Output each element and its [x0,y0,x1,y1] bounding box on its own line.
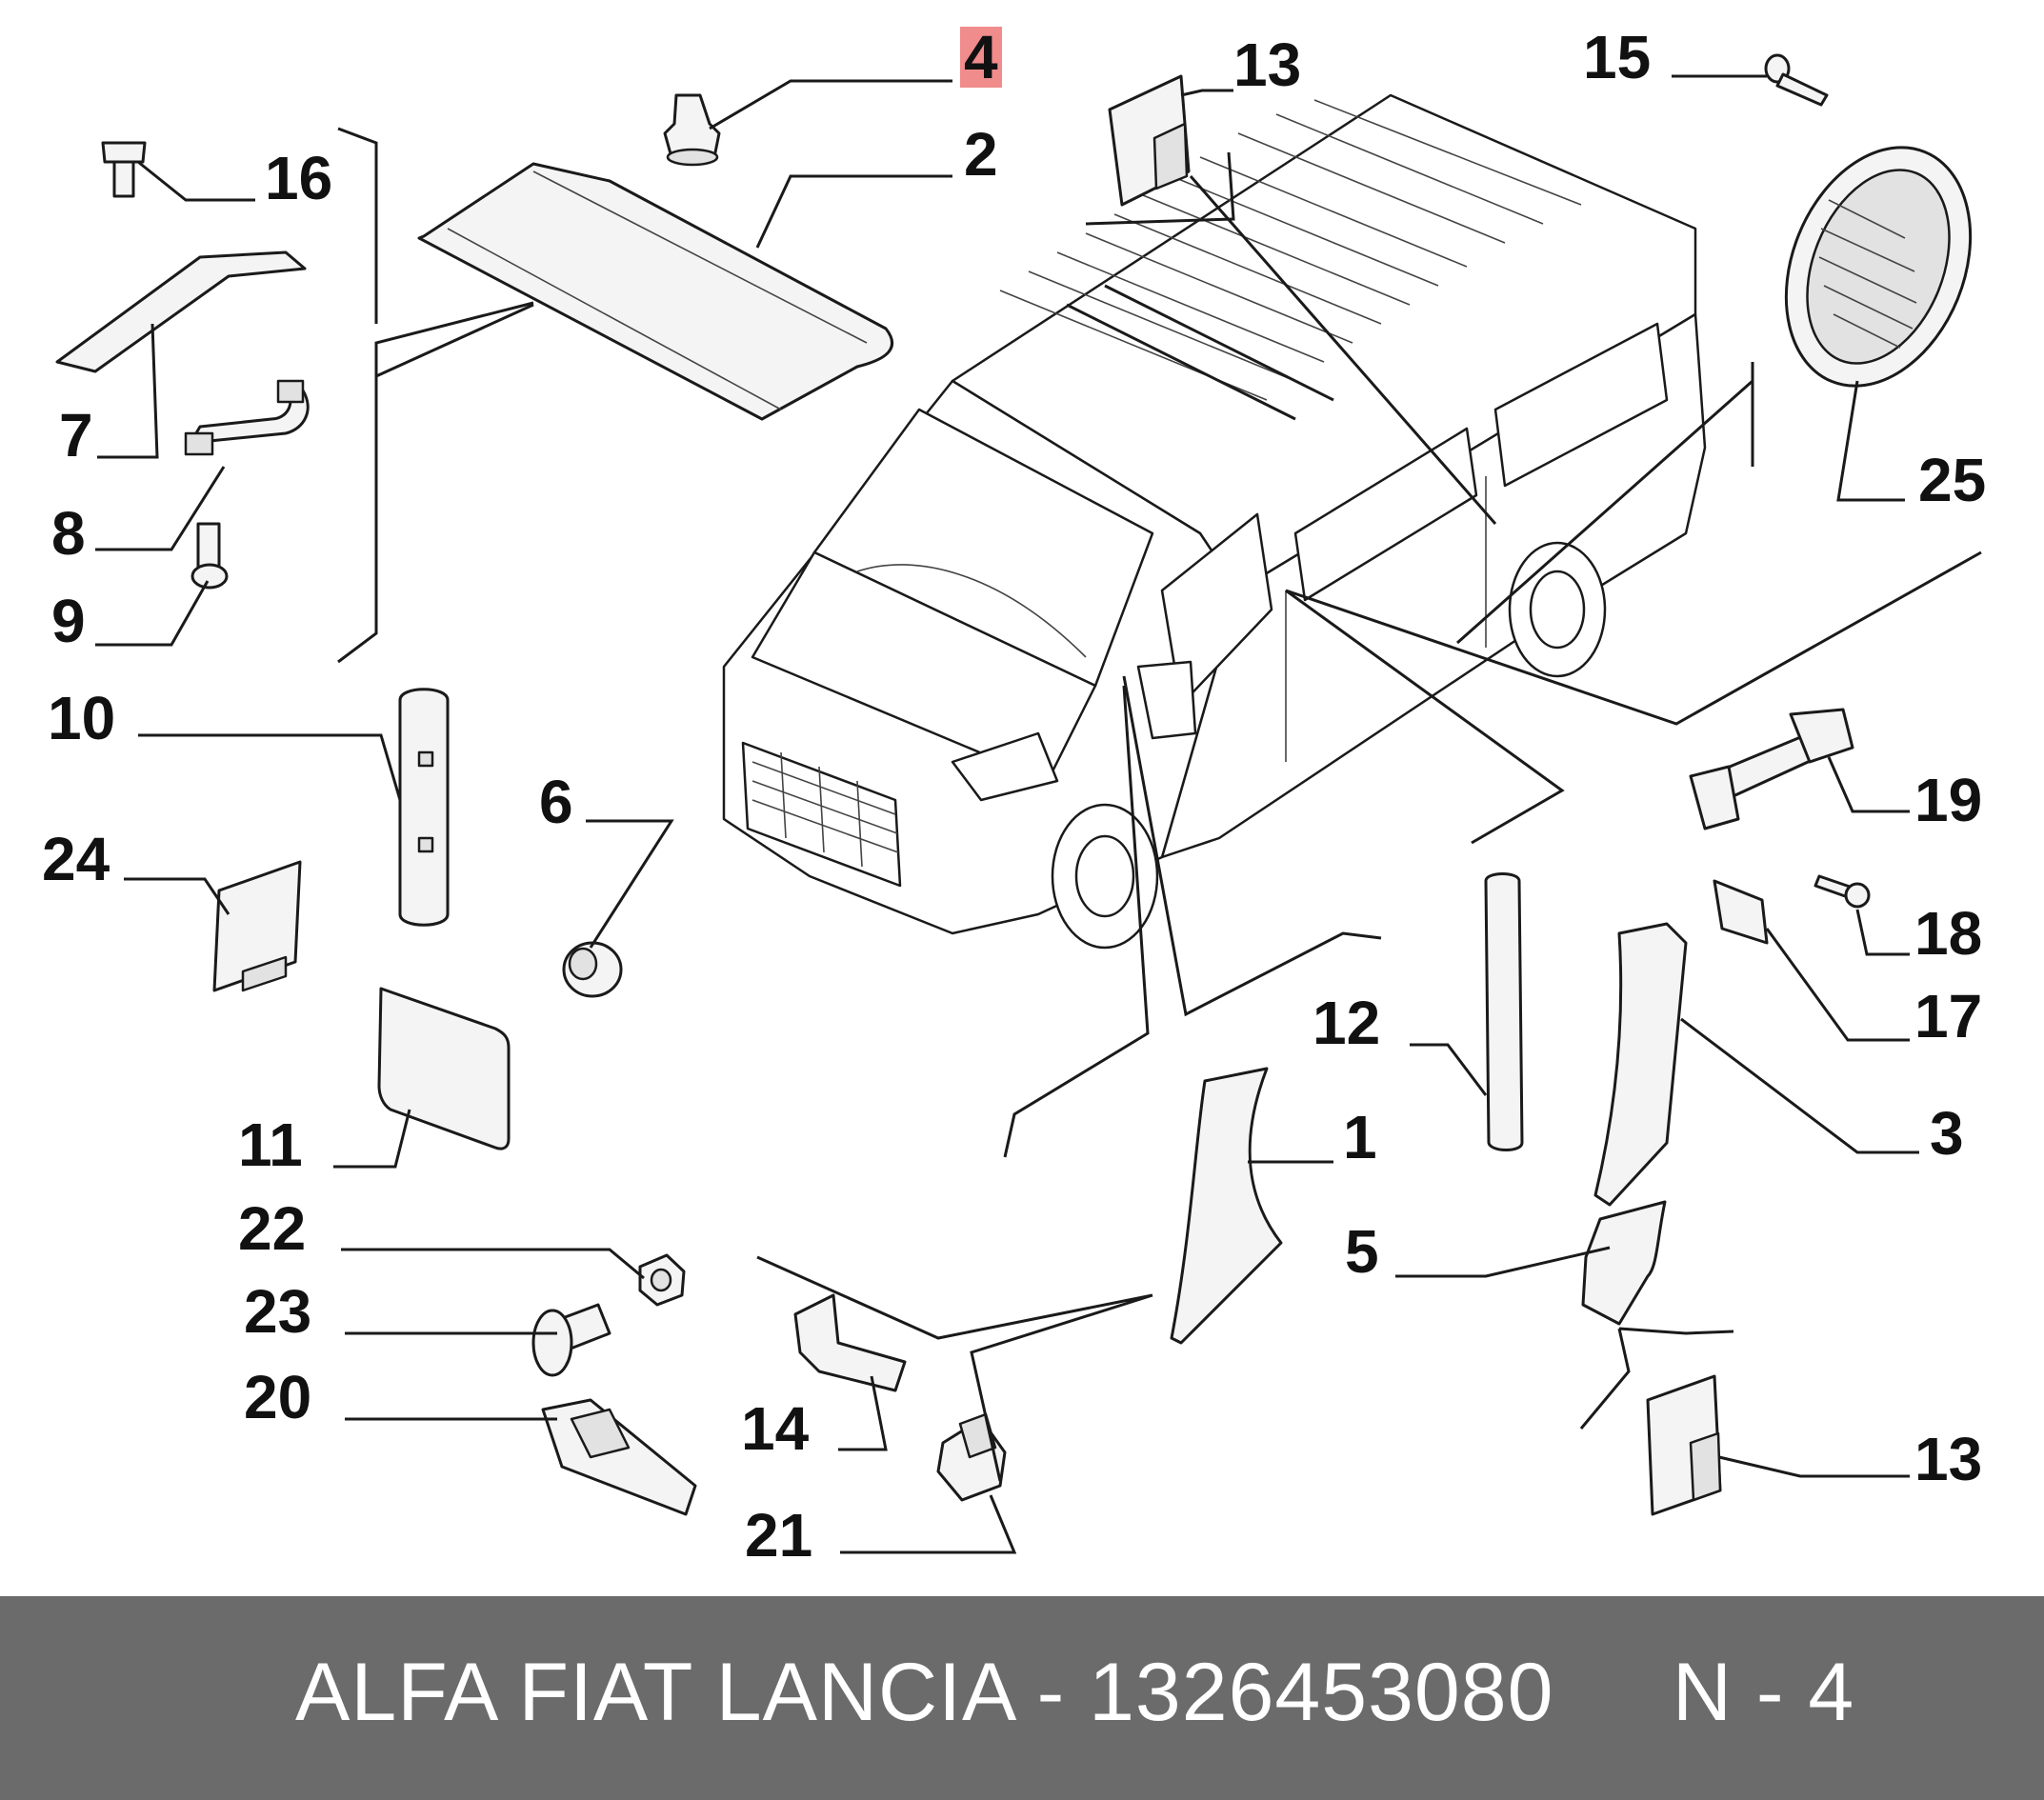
part-3-pillar-trim [1593,922,1688,1207]
callout-15: 15 [1583,23,1652,91]
callout-2: 2 [964,120,998,189]
part-23-bolt [531,1303,611,1377]
footer-banner: ALFA FIAT LANCIA - 1326453080 N - 4 [0,1596,2044,1800]
part-19-bracket [1689,708,1854,830]
callout-11: 11 [238,1110,303,1179]
callout-22: 22 [238,1194,307,1263]
callout-23: 23 [244,1277,312,1346]
part-24-clip [212,860,302,992]
callout-20: 20 [244,1363,312,1431]
callout-4: 4 [960,27,1002,88]
callout-7: 7 [59,401,93,470]
part-8-handle [184,379,310,456]
part-17-clip [1713,879,1769,945]
part-2-roof-trim [417,162,893,421]
part-10-pillar-trim [398,688,450,927]
callout-5: 5 [1345,1217,1379,1286]
callout-9: 9 [51,587,86,655]
part-11-cover [377,987,511,1150]
callout-1: 1 [1343,1103,1377,1171]
part-20-mount [541,1398,697,1516]
part-6-cap [562,941,623,998]
callout-6: 6 [539,768,573,836]
callout-10: 10 [48,684,116,752]
diagram-drawing [55,53,1982,1554]
van-illustration [722,93,1707,950]
callout-17: 17 [1914,982,1983,1050]
part-number-caption: ALFA FIAT LANCIA - 1326453080 N - 4 [295,1647,1855,1738]
callout-18: 18 [1914,899,1983,968]
callout-16: 16 [265,144,333,212]
callout-25: 25 [1918,446,1987,514]
leader-lines [95,74,1982,1554]
callout-21: 21 [745,1501,813,1570]
part-7-bracket [55,250,307,373]
callout-3: 3 [1930,1099,1964,1168]
part-1-a-pillar-trim [1170,1067,1283,1345]
part-5-bracket [1581,1200,1667,1326]
part-22-nut [638,1253,686,1307]
part-9-screw [190,522,229,590]
callout-19: 19 [1914,766,1983,834]
callout-8: 8 [51,499,86,568]
part-14-bracket [793,1293,907,1392]
callout-13: 13 [1914,1425,1983,1493]
part-15-bolt [1764,53,1829,107]
part-25-speaker-grille [1784,146,1973,388]
callout-24: 24 [42,825,110,893]
part-18-screw [1814,874,1871,909]
callout-12: 12 [1313,989,1381,1057]
part-12-strip [1484,872,1524,1151]
part-13-panel-top [1108,74,1191,207]
part-13-panel-bottom [1646,1374,1722,1516]
part-16-bolt [101,141,147,198]
part-4-clip [663,93,721,167]
callout-13: 13 [1233,30,1302,99]
callout-14: 14 [741,1394,810,1463]
